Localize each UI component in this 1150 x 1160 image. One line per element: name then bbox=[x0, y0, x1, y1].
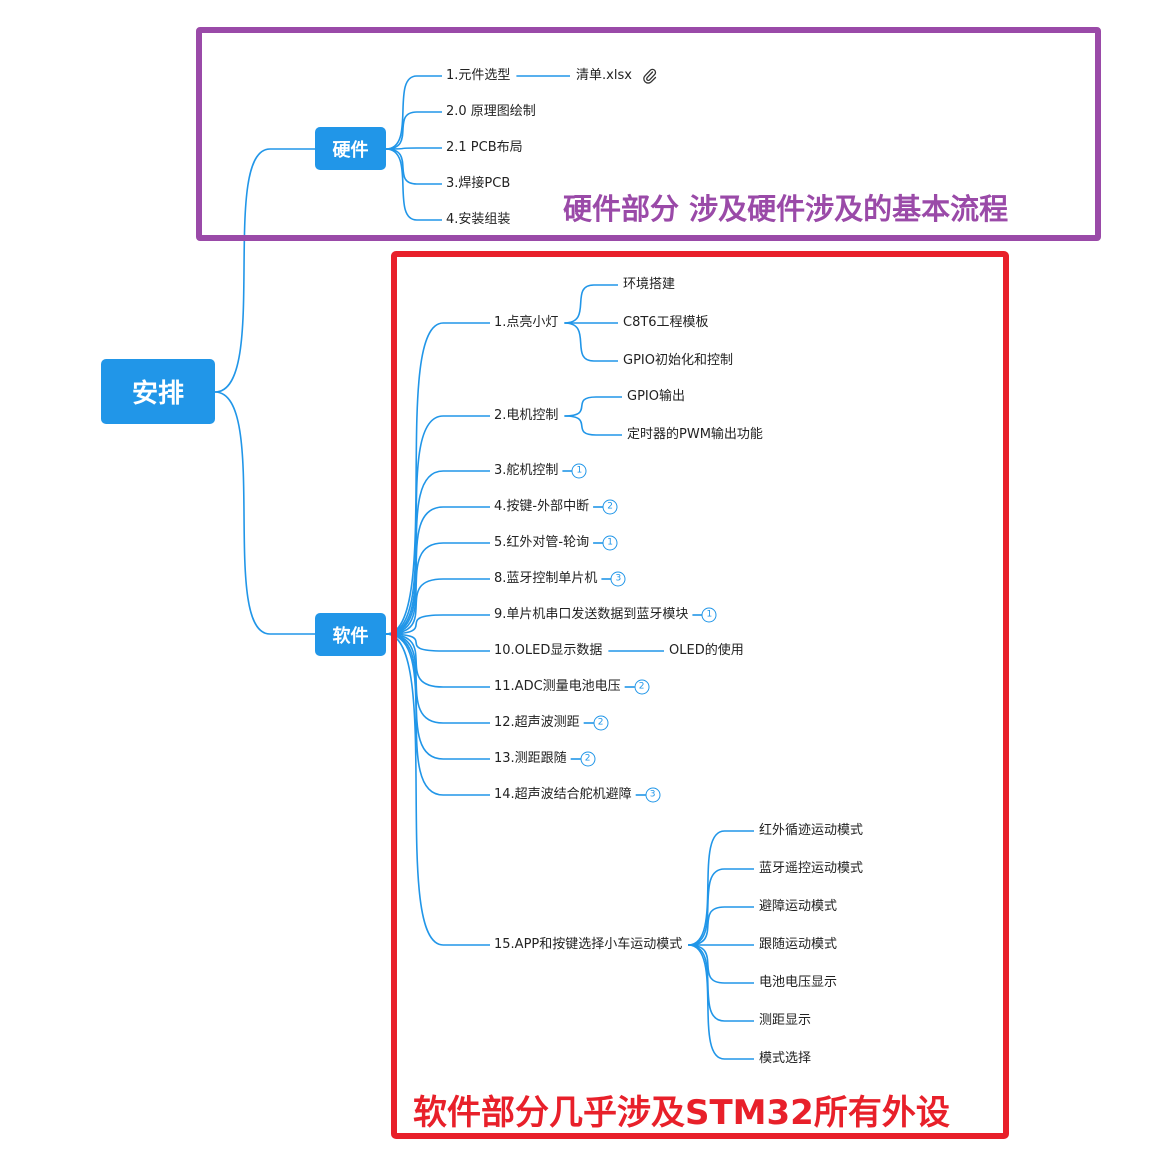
software-annotation: 软件部分几乎涉及STM32所有外设 bbox=[413, 1093, 950, 1133]
subtopic-line bbox=[688, 830, 754, 946]
collapsed-count-badge[interactable]: 2 bbox=[593, 715, 609, 731]
collapsed-count-badge[interactable]: 2 bbox=[602, 499, 618, 515]
subtopic[interactable]: 电池电压显示 bbox=[759, 975, 838, 990]
attachment-topic[interactable]: 清单.xlsx bbox=[576, 68, 632, 83]
software-topic[interactable]: 4.按键-外部中断 bbox=[494, 499, 590, 514]
hardware-topic[interactable]: 3.焊接PCB bbox=[446, 176, 511, 191]
hardware-topic-line bbox=[385, 147, 442, 150]
software-topic-line bbox=[385, 633, 490, 796]
hardware-topic-line bbox=[385, 148, 442, 221]
subtopic[interactable]: 跟随运动模式 bbox=[759, 937, 838, 952]
software-topic[interactable]: 8.蓝牙控制单片机 bbox=[494, 571, 598, 586]
software-topic[interactable]: 10.OLED显示数据 bbox=[494, 643, 603, 658]
subtopic[interactable]: 蓝牙遥控运动模式 bbox=[759, 861, 864, 876]
software-topic[interactable]: 15.APP和按键选择小车运动模式 bbox=[494, 937, 683, 952]
hardware-annotation: 硬件部分 涉及硬件涉及的基本流程 bbox=[563, 192, 1009, 226]
subtopic-line bbox=[564, 284, 618, 324]
hardware-topic-line bbox=[385, 111, 442, 150]
software-topic[interactable]: 5.红外对管-轮询 bbox=[494, 535, 590, 550]
subtopic[interactable]: 红外循迹运动模式 bbox=[759, 823, 864, 838]
software-topic[interactable]: 2.电机控制 bbox=[494, 408, 559, 423]
subtopic[interactable]: 避障运动模式 bbox=[759, 899, 838, 914]
hardware-node[interactable]: 硬件 bbox=[315, 127, 386, 170]
software-topic-line bbox=[385, 415, 490, 635]
subtopic[interactable]: C8T6工程模板 bbox=[623, 315, 709, 330]
collapsed-count-badge[interactable]: 3 bbox=[645, 787, 661, 803]
collapsed-count-badge[interactable]: 2 bbox=[580, 751, 596, 767]
root-to-hardware-line bbox=[214, 148, 315, 393]
subtopic-line bbox=[564, 322, 618, 362]
software-topic-line bbox=[385, 578, 490, 635]
collapsed-count-badge[interactable]: 1 bbox=[571, 463, 587, 479]
software-topic-line bbox=[385, 542, 490, 635]
root-to-software-line bbox=[214, 391, 315, 635]
software-topic[interactable]: 14.超声波结合舵机避障 bbox=[494, 787, 632, 802]
software-topic[interactable]: 12.超声波测距 bbox=[494, 715, 580, 730]
software-topic-line bbox=[385, 633, 490, 946]
software-topic-line bbox=[385, 614, 490, 635]
software-frame bbox=[391, 251, 1009, 1139]
subtopic-line bbox=[688, 906, 754, 946]
software-topic-line bbox=[385, 633, 490, 688]
subtopic[interactable]: OLED的使用 bbox=[669, 643, 744, 658]
software-node[interactable]: 软件 bbox=[315, 613, 386, 656]
software-topic-line bbox=[385, 322, 490, 635]
subtopic[interactable]: 定时器的PWM输出功能 bbox=[627, 427, 763, 442]
software-topic-line bbox=[385, 470, 490, 635]
subtopic[interactable]: 环境搭建 bbox=[623, 277, 676, 292]
root-node[interactable]: 安排 bbox=[101, 359, 215, 424]
collapsed-count-badge[interactable]: 1 bbox=[602, 535, 618, 551]
subtopic[interactable]: 测距显示 bbox=[759, 1013, 812, 1028]
software-topic-line bbox=[385, 506, 490, 635]
software-topic-line bbox=[385, 633, 490, 652]
collapsed-count-badge[interactable]: 2 bbox=[634, 679, 650, 695]
subtopic-line bbox=[688, 868, 754, 946]
software-topic[interactable]: 11.ADC测量电池电压 bbox=[494, 679, 621, 694]
hardware-topic[interactable]: 2.0 原理图绘制 bbox=[446, 104, 536, 119]
subtopic-line bbox=[688, 944, 754, 1060]
collapsed-count-badge[interactable]: 3 bbox=[610, 571, 626, 587]
hardware-topic[interactable]: 1.元件选型 bbox=[446, 68, 511, 83]
subtopic[interactable]: GPIO初始化和控制 bbox=[623, 353, 733, 368]
hardware-topic[interactable]: 2.1 PCB布局 bbox=[446, 140, 523, 155]
hardware-topic-line bbox=[385, 75, 442, 150]
collapsed-count-badge[interactable]: 1 bbox=[701, 607, 717, 623]
software-topic[interactable]: 13.测距跟随 bbox=[494, 751, 567, 766]
hardware-topic-line bbox=[385, 148, 442, 185]
subtopic-line bbox=[564, 396, 622, 417]
software-topic[interactable]: 1.点亮小灯 bbox=[494, 315, 559, 330]
subtopic-line bbox=[688, 944, 754, 984]
paperclip-icon[interactable] bbox=[643, 68, 657, 84]
software-topic[interactable]: 3.舵机控制 bbox=[494, 463, 559, 478]
subtopic[interactable]: GPIO输出 bbox=[627, 389, 685, 404]
hardware-frame bbox=[196, 27, 1101, 241]
software-topic[interactable]: 9.单片机串口发送数据到蓝牙模块 bbox=[494, 607, 689, 622]
subtopic[interactable]: 模式选择 bbox=[759, 1051, 812, 1066]
hardware-topic[interactable]: 4.安装组装 bbox=[446, 212, 511, 227]
subtopic-line bbox=[564, 415, 622, 436]
